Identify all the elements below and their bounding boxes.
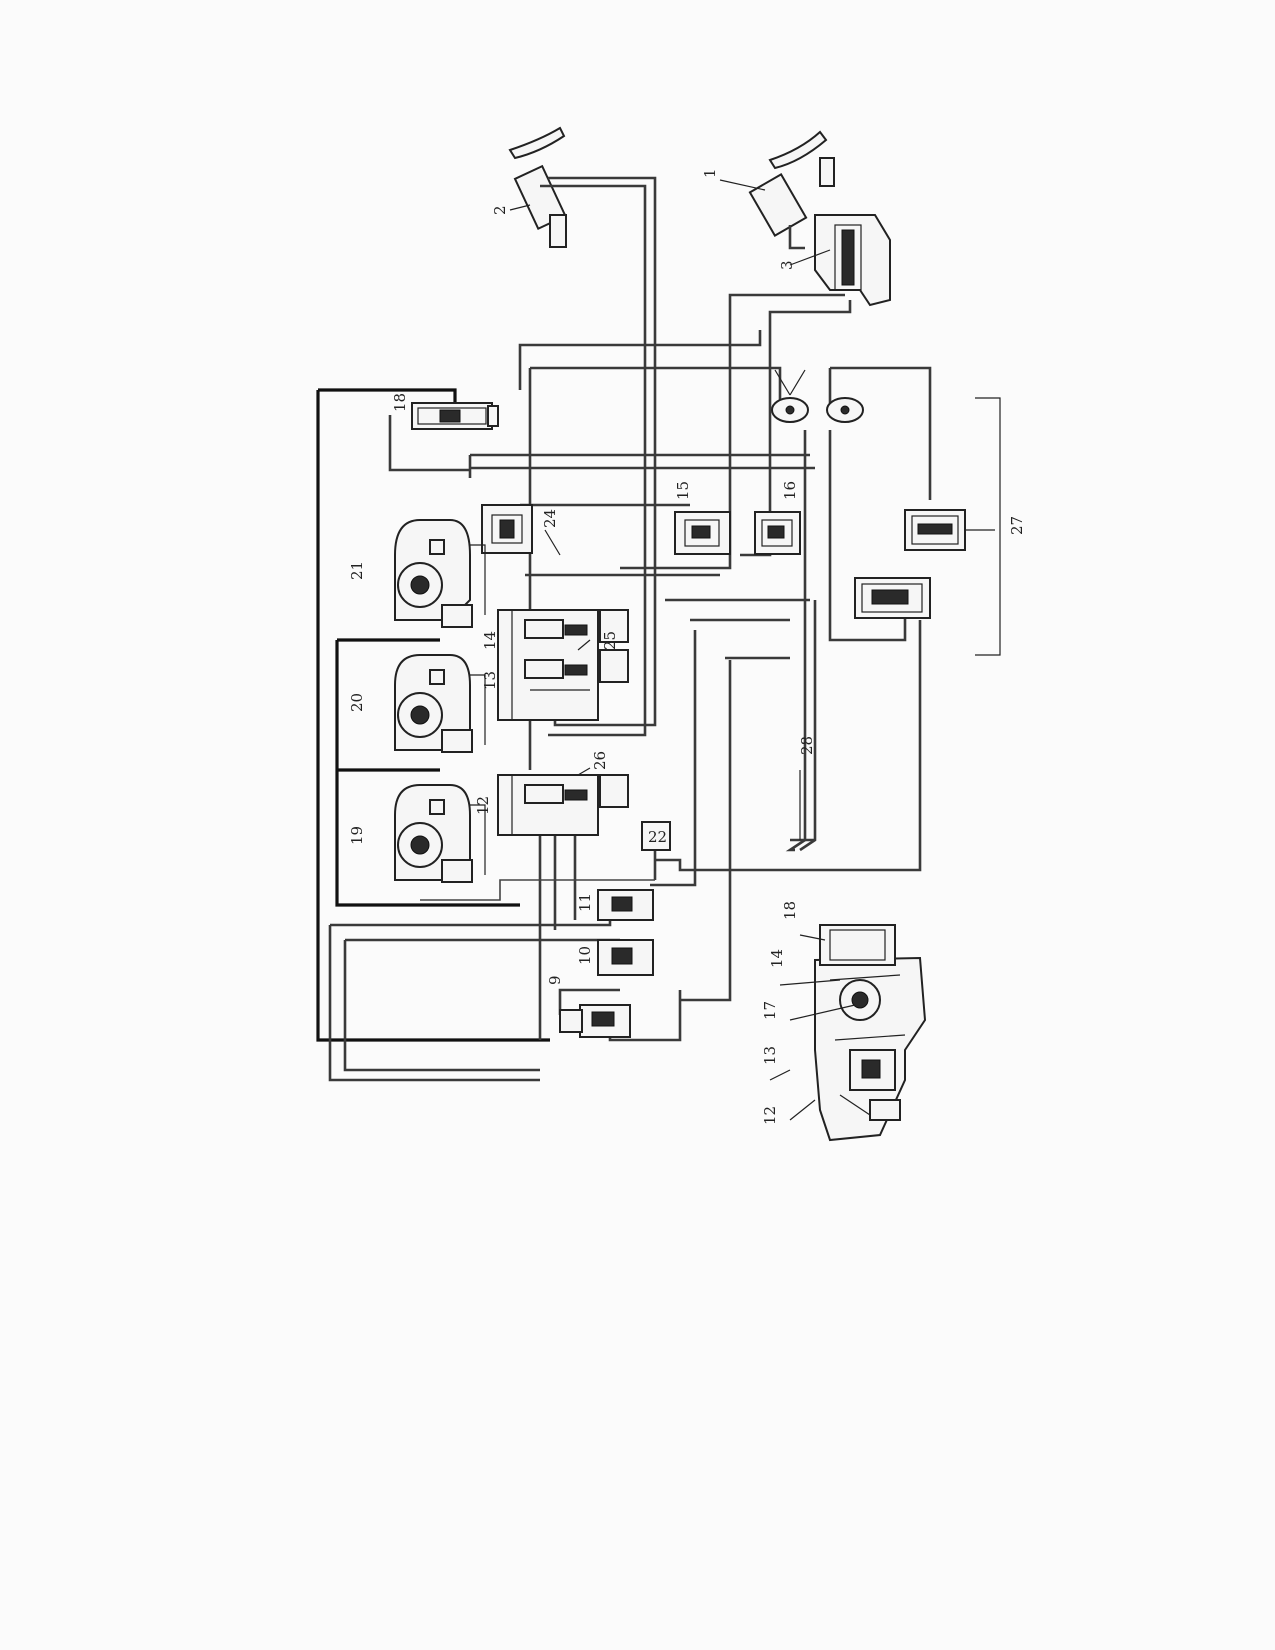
component-labels: 1 2 3 18 15 16 24 21 14 25 13 20 28 26 1…: [348, 168, 1026, 1125]
label-26: 26: [591, 751, 609, 770]
leader-lines: [509, 179, 856, 1121]
brake-chamber-19: [394, 784, 486, 883]
inset-label-13: 13: [761, 1046, 779, 1065]
label-22: 22: [648, 828, 667, 846]
relay-valve-left: [481, 504, 533, 554]
label-19: 19: [348, 826, 366, 845]
label-10: 10: [576, 946, 594, 965]
valve-9: [559, 1004, 631, 1038]
inset-label-14: 14: [768, 949, 786, 968]
label-13: 13: [481, 671, 499, 690]
inset-label-17: 17: [761, 1001, 779, 1020]
label-21: 21: [348, 561, 366, 580]
valve-10: [597, 939, 654, 976]
label-2: 2: [491, 205, 509, 215]
master-valve-3: [814, 214, 891, 307]
label-14: 14: [481, 631, 499, 650]
pedal-2: [508, 126, 567, 248]
valve-16: [754, 511, 801, 555]
inset-label-18: 18: [781, 901, 799, 920]
label-24: 24: [541, 509, 559, 528]
box-22: [641, 821, 671, 851]
label-12: 12: [474, 796, 492, 815]
gauge-pair-4-5: [771, 369, 864, 423]
label-16: 16: [781, 481, 799, 500]
label-9: 9: [546, 975, 564, 985]
label-3: 3: [778, 260, 796, 270]
label-20: 20: [348, 693, 366, 712]
valve-block-13-14: [497, 609, 629, 721]
label-15: 15: [674, 481, 692, 500]
label-25: 25: [601, 631, 619, 650]
brake-chamber-21: [394, 519, 486, 628]
label-18: 18: [391, 393, 409, 412]
label-27: 27: [1008, 516, 1026, 535]
label-1: 1: [701, 168, 719, 178]
brake-chamber-20: [394, 654, 486, 753]
valve-11: [597, 889, 654, 921]
cylinder-7: [854, 577, 931, 619]
inset-label-12: 12: [761, 1106, 779, 1125]
label-11: 11: [576, 893, 594, 912]
inset-assembly: [814, 924, 927, 1142]
cylinder-6: [904, 509, 995, 551]
bracket-27: [975, 397, 1001, 656]
cylinder-18: [411, 402, 499, 430]
valve-15: [674, 511, 731, 555]
label-28: 28: [798, 736, 816, 755]
valve-block-12: [497, 774, 629, 836]
